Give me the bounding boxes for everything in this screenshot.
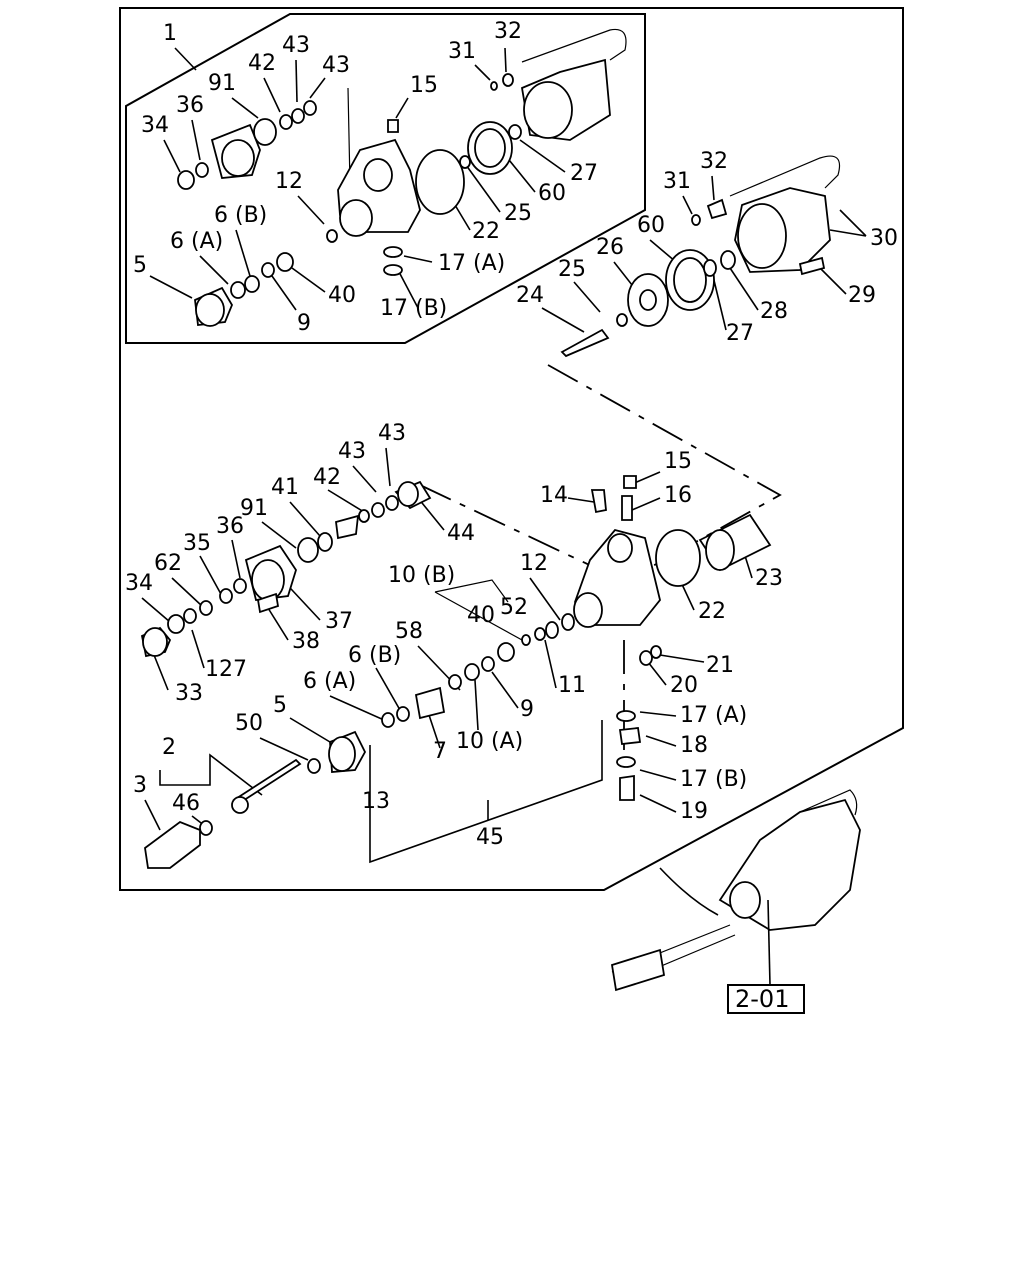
part-callout-label: 40 xyxy=(328,283,356,308)
part-callout-label: 18 xyxy=(680,733,708,758)
part-callout-label: 27 xyxy=(570,161,598,186)
part-callout-label: 9 xyxy=(297,311,311,336)
outer-frame xyxy=(119,7,904,891)
part-callout-label: 25 xyxy=(504,201,532,226)
part-callout-label: 36 xyxy=(216,514,244,539)
part-callout-label: 2 xyxy=(162,735,176,760)
part-callout-label: 62 xyxy=(154,551,182,576)
part-callout-label: 10 (B) xyxy=(388,563,455,588)
part-callout-label: 52 xyxy=(500,595,528,620)
part-callout-label: 9 xyxy=(520,697,534,722)
part-callout-label: 17 (B) xyxy=(680,767,747,792)
part-callout-label: 24 xyxy=(516,283,544,308)
part-callout-label: 42 xyxy=(248,51,276,76)
motor-assembly xyxy=(541,155,867,358)
part-callout-label: 58 xyxy=(395,619,423,644)
part-callout-label: 60 xyxy=(637,213,665,238)
upper-assembly xyxy=(149,28,627,327)
part-callout-label: 17 (A) xyxy=(680,703,747,728)
part-callout-label: 32 xyxy=(700,149,728,174)
part-callout-label: 6 (A) xyxy=(170,229,223,254)
part-callout-label: 17 (B) xyxy=(380,296,447,321)
part-callout-label: 34 xyxy=(141,113,169,138)
part-callout-label: 50 xyxy=(235,711,263,736)
part-callout-label: 14 xyxy=(540,483,568,508)
part-callout-label: 27 xyxy=(726,321,754,346)
reference-label: 2-01 xyxy=(735,985,789,1013)
part-callout-label: 25 xyxy=(558,257,586,282)
part-callout-label: 127 xyxy=(205,657,247,682)
part-callout-label: 43 xyxy=(322,53,350,78)
part-callout-label: 46 xyxy=(172,791,200,816)
part-callout-label: 38 xyxy=(292,629,320,654)
part-callout-label: 36 xyxy=(176,93,204,118)
part-callout-label: 22 xyxy=(698,599,726,624)
part-callout-label: 1 xyxy=(163,21,177,46)
part-callout-label: 91 xyxy=(208,71,236,96)
part-callout-label: 40 xyxy=(467,603,495,628)
part-callout-label: 5 xyxy=(273,693,287,718)
part-callout-label: 26 xyxy=(596,235,624,260)
part-callout-label: 6 (B) xyxy=(214,203,267,228)
part-callout-label: 43 xyxy=(378,421,406,446)
reference-inset: 2-01 xyxy=(610,789,861,1014)
part-callout-label: 33 xyxy=(175,681,203,706)
part-callout-label: 30 xyxy=(870,226,898,251)
part-callout-label: 23 xyxy=(755,566,783,591)
part-callout-label: 91 xyxy=(240,496,268,521)
part-callout-label: 15 xyxy=(410,73,438,98)
part-callout-label: 60 xyxy=(538,181,566,206)
part-callout-label: 22 xyxy=(472,219,500,244)
reference-box xyxy=(727,984,805,1014)
part-callout-label: 10 (A) xyxy=(456,729,523,754)
part-callout-label: 12 xyxy=(275,169,303,194)
part-callout-label: 5 xyxy=(133,253,147,278)
part-callout-label: 3 xyxy=(133,773,147,798)
part-callout-label: 19 xyxy=(680,799,708,824)
part-callout-label: 31 xyxy=(663,169,691,194)
part-callout-label: 6 (A) xyxy=(303,669,356,694)
part-callout-label: 16 xyxy=(664,483,692,508)
part-callout-label: 20 xyxy=(670,673,698,698)
part-callout-label: 43 xyxy=(338,439,366,464)
part-callout-label: 42 xyxy=(313,465,341,490)
part-callout-label: 45 xyxy=(476,825,504,850)
part-callout-label: 31 xyxy=(448,39,476,64)
part-callout-label: 7 xyxy=(433,739,447,764)
part-callout-label: 41 xyxy=(271,475,299,500)
part-callout-label: 34 xyxy=(125,571,153,596)
part-callout-label: 6 (B) xyxy=(348,643,401,668)
connector-line-2 xyxy=(419,484,601,571)
part-callout-label: 37 xyxy=(325,609,353,634)
part-callout-label: 12 xyxy=(520,551,548,576)
part-callout-label: 43 xyxy=(282,33,310,58)
part-callout-label: 13 xyxy=(362,789,390,814)
part-callout-label: 21 xyxy=(706,653,734,678)
part-callout-label: 32 xyxy=(494,19,522,44)
main-assembly xyxy=(140,447,772,869)
part-callout-label: 35 xyxy=(183,531,211,556)
part-callout-label: 15 xyxy=(664,449,692,474)
part-callout-label: 11 xyxy=(558,673,586,698)
inner-frame xyxy=(125,13,646,344)
part-callout-label: 44 xyxy=(447,521,475,546)
part-callout-label: 28 xyxy=(760,299,788,324)
part-callout-label: 17 (A) xyxy=(438,251,505,276)
part-callout-label: 29 xyxy=(848,283,876,308)
